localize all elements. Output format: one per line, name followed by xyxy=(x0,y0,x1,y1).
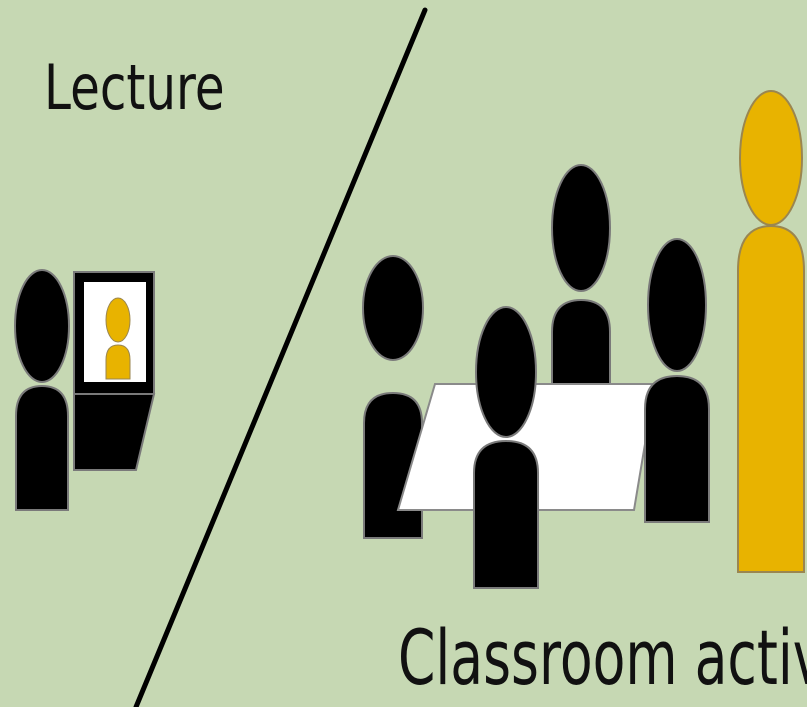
presenter-icon xyxy=(105,297,131,380)
divider-line xyxy=(133,7,428,707)
lecture-viewer-icon xyxy=(14,269,70,511)
classroom-activities-label: Classroom activities xyxy=(398,613,807,702)
classroom-right-person-icon xyxy=(644,238,710,523)
instructor-icon xyxy=(737,90,805,573)
lecture-label: Lecture xyxy=(44,51,225,124)
classroom-front-person-icon xyxy=(473,306,539,589)
